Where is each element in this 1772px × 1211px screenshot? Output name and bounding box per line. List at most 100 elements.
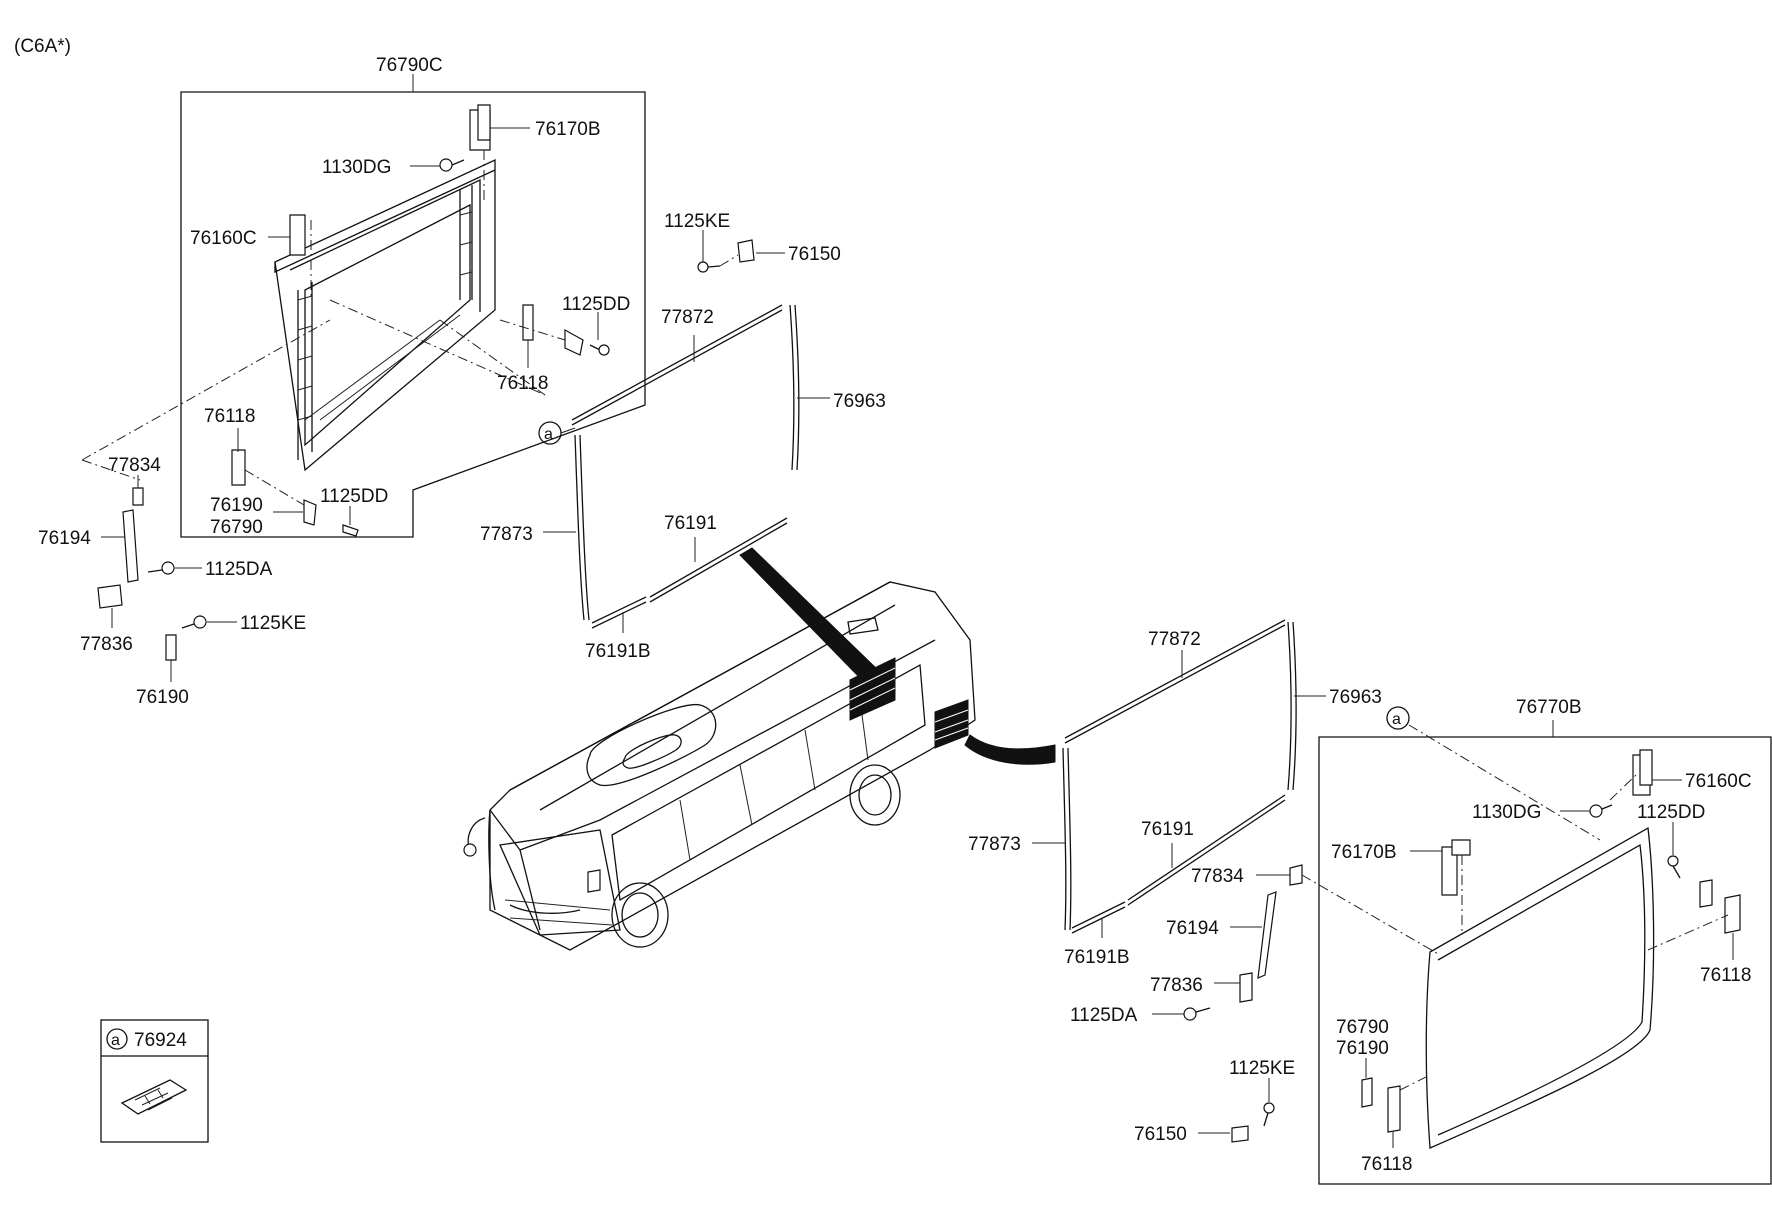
bolt-1130dg-right-part [1589, 804, 1613, 818]
legend-box[interactable]: a 76924 [100, 1019, 209, 1143]
callout-1125ke-left[interactable]: 1125KE [207, 613, 306, 634]
label-76118-right-2: 76118 [1700, 965, 1751, 986]
callout-76118-right-2[interactable]: 76118 [1700, 933, 1751, 986]
label-76194-right: 76194 [1166, 918, 1219, 939]
callout-77872-upper[interactable]: 77872 [661, 307, 714, 362]
callout-76170b[interactable]: 76170B [490, 119, 601, 140]
label-76150-right: 76150 [1134, 1124, 1187, 1145]
callout-77873-lower[interactable]: 77873 [968, 834, 1066, 855]
label-76191-lower: 76191 [1141, 819, 1194, 840]
label-76150-upper: 76150 [788, 244, 841, 265]
label-1125dd-right-2: 1125DD [1637, 802, 1705, 823]
callout-1125dd-right-2[interactable]: 1125DD [1637, 802, 1705, 855]
bus-illustration [463, 547, 1056, 951]
callout-76191b-lower[interactable]: 76191B [1064, 918, 1130, 968]
callout-76191b-upper[interactable]: 76191B [585, 612, 651, 662]
label-sticker-icon [120, 1079, 188, 1115]
left-door-frame [274, 158, 496, 472]
callout-76150-upper[interactable]: 76150 [756, 244, 841, 265]
catch-76150-lower-part [1231, 1102, 1275, 1143]
right-door-panel [1425, 826, 1655, 1149]
catch-76150-upper-part [697, 239, 755, 273]
legend-part-no: 76924 [134, 1030, 187, 1051]
label-77872-lower: 77872 [1148, 629, 1201, 650]
label-76170b: 76170B [535, 119, 601, 140]
callout-1125dd-right[interactable]: 1125DD [562, 294, 630, 340]
label-1125ke-upper: 1125KE [664, 211, 730, 232]
callout-76190-bottom[interactable]: 76190 [136, 660, 189, 708]
label-76160c: 76160C [190, 228, 257, 249]
label-76191b-upper: 76191B [585, 641, 651, 662]
callout-1125dd-lower[interactable]: 1125DD [320, 486, 388, 525]
label-76190-right: 76190 [1336, 1038, 1389, 1059]
label-76170b-right: 76170B [1331, 842, 1397, 863]
callout-76118-left[interactable]: 76118 [204, 406, 255, 452]
callout-77834-right[interactable]: 77834 [1191, 866, 1290, 887]
label-77836-left: 77836 [80, 634, 133, 655]
callout-77836-right[interactable]: 77836 [1150, 975, 1240, 996]
label-76790-left: 76790 [210, 517, 263, 538]
bracket-76118-right-part [499, 304, 610, 356]
label-77872-upper: 77872 [661, 307, 714, 328]
label-76160c-right: 76160C [1685, 771, 1752, 792]
callout-1125ke-right[interactable]: 1125KE [1229, 1058, 1295, 1102]
callout-1130dg-right[interactable]: 1130DG [1472, 802, 1590, 823]
callout-76160c[interactable]: 76160C [190, 228, 290, 249]
ref-marker-a-upper-text: a [544, 426, 553, 443]
callout-76963-lower[interactable]: 76963 [1294, 687, 1382, 708]
callout-76191-upper[interactable]: 76191 [664, 513, 717, 562]
label-1125ke-left: 1125KE [240, 613, 306, 634]
right-group-box [1318, 736, 1772, 1185]
callout-76170b-right[interactable]: 76170B [1331, 842, 1442, 863]
hinge-76170b-part [469, 104, 491, 200]
label-77834-right: 77834 [1191, 866, 1244, 887]
label-77834-left: 77834 [108, 455, 161, 476]
hinge-76160c-part [289, 214, 312, 300]
callout-76194-right[interactable]: 76194 [1166, 918, 1262, 939]
label-76194-left: 76194 [38, 528, 91, 549]
callout-76150-right[interactable]: 76150 [1134, 1124, 1230, 1145]
callout-76194-left[interactable]: 76194 [38, 528, 125, 549]
label-76963-upper: 76963 [833, 391, 886, 412]
callout-76118-bottom-right[interactable]: 76118 [1361, 1132, 1412, 1175]
label-77873-upper: 77873 [480, 524, 533, 545]
label-77836-right: 77836 [1150, 975, 1203, 996]
left-assembly-label: 76790C [376, 55, 443, 76]
label-1130dg-right: 1130DG [1472, 802, 1541, 823]
label-1125da-right: 1125DA [1070, 1005, 1138, 1026]
callout-77872-lower[interactable]: 77872 [1148, 629, 1201, 678]
callout-76790-76190-right[interactable]: 76790 76190 [1336, 1017, 1389, 1078]
callout-76963-upper[interactable]: 76963 [797, 391, 886, 412]
bracket-76118-right-part-2 [1647, 879, 1741, 951]
bracket-lower-right-part [1361, 1074, 1431, 1133]
stay-right-part [1183, 864, 1441, 1021]
label-1125ke-right: 1125KE [1229, 1058, 1295, 1079]
upper-glass-assembly: 1125KE 76150 77872 76963 77873 761 [480, 211, 886, 662]
ref-marker-a-lower[interactable]: a [1386, 706, 1601, 841]
callout-77836-left[interactable]: 77836 [80, 608, 133, 655]
label-76790-right: 76790 [1336, 1017, 1389, 1038]
callout-1125da-left[interactable]: 1125DA [175, 559, 273, 580]
ref-marker-a-upper[interactable]: a [538, 421, 576, 445]
label-77873-lower: 77873 [968, 834, 1021, 855]
label-1125dd-right: 1125DD [562, 294, 630, 315]
label-76118-left: 76118 [204, 406, 255, 427]
bracket-76118-left-part [231, 449, 359, 537]
right-door-assembly: 76770B a [1070, 697, 1772, 1185]
callout-1130dg[interactable]: 1130DG [322, 157, 440, 178]
hinge-76160c-right-part [1609, 749, 1653, 801]
hinge-76170b-right-part [1441, 839, 1471, 935]
callout-1125ke-upper[interactable]: 1125KE [664, 211, 730, 262]
label-1125da-left: 1125DA [205, 559, 273, 580]
callout-76190-76790[interactable]: 76190 76790 [210, 495, 303, 538]
callout-1125da-right[interactable]: 1125DA [1070, 1005, 1184, 1026]
label-1130dg: 1130DG [322, 157, 391, 178]
callout-76160c-right[interactable]: 76160C [1652, 771, 1752, 792]
callout-76118-right[interactable]: 76118 [497, 340, 548, 394]
callout-76191-lower[interactable]: 76191 [1141, 819, 1194, 868]
label-76191b-lower: 76191B [1064, 947, 1130, 968]
callout-77873-upper[interactable]: 77873 [480, 524, 576, 545]
right-assembly-label: 76770B [1516, 697, 1582, 718]
callout-77834-left[interactable]: 77834 [108, 455, 161, 488]
